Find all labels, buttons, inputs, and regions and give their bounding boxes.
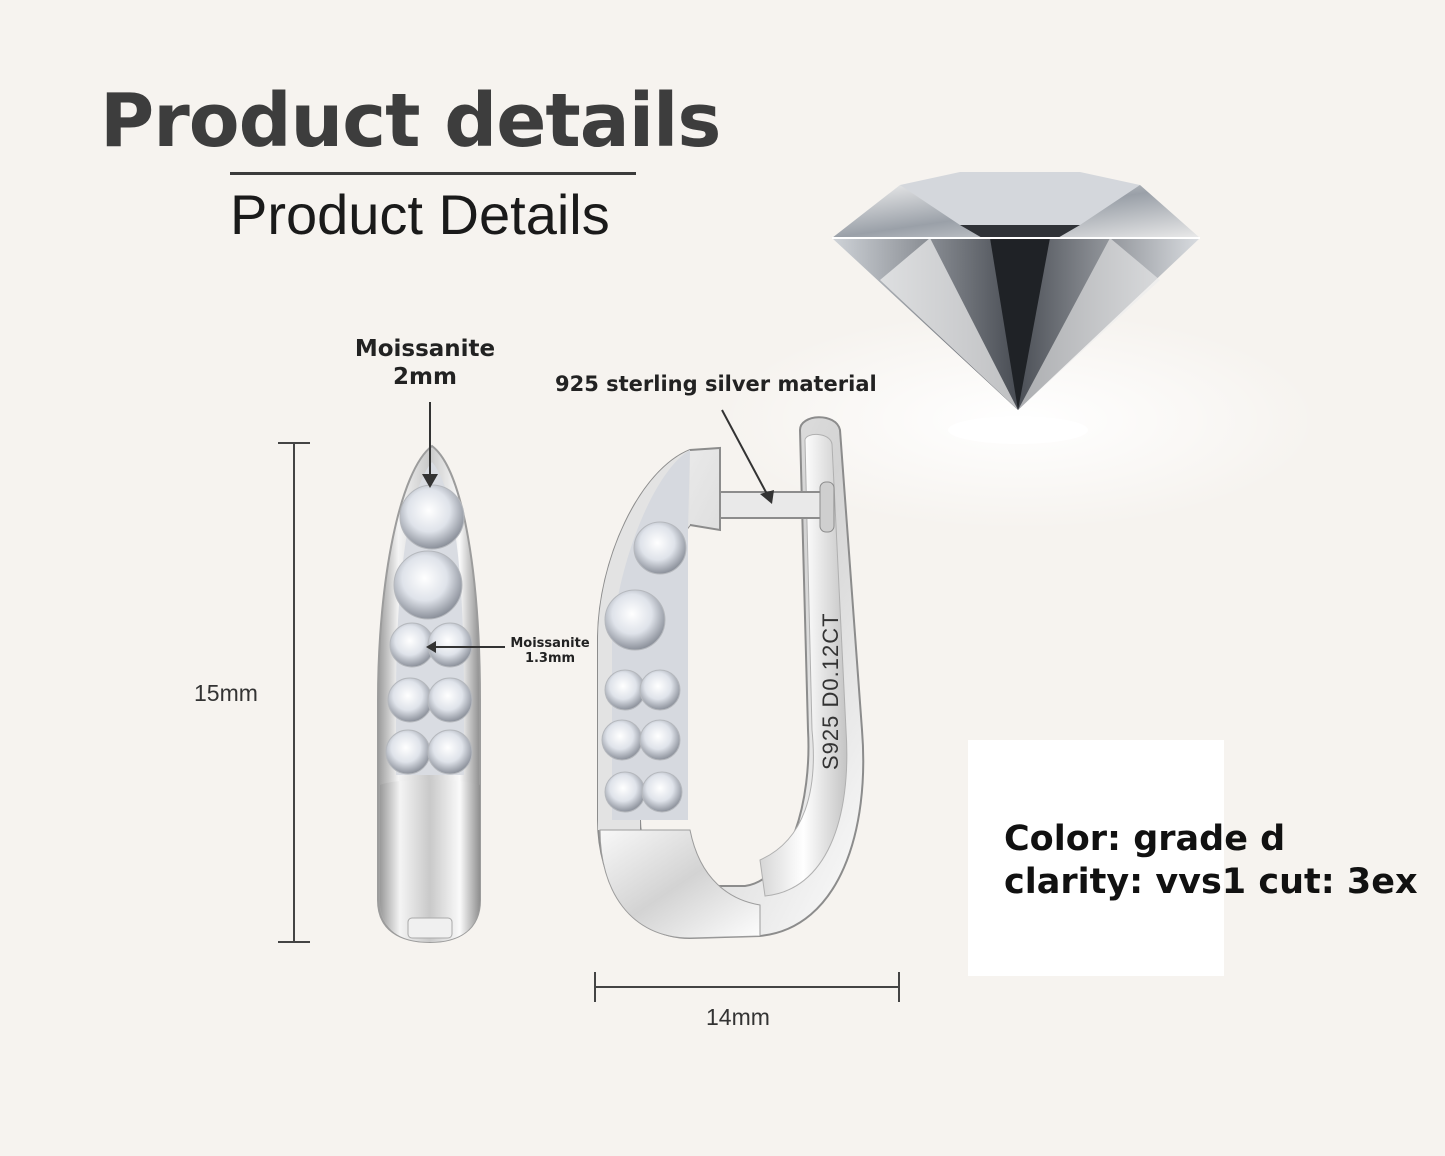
stone-small-label: Moissanite 1.3mm: [500, 636, 600, 666]
page-subtitle: Product Details: [230, 183, 610, 246]
earring-side-view: [597, 416, 865, 940]
spec-line-color: Color: grade d: [1004, 819, 1286, 859]
height-dimension: [278, 442, 310, 943]
spec-line-clarity-cut: clarity: vvs1 cut: 3ex: [1004, 862, 1418, 902]
stone-small-size: 1.3mm: [524, 651, 576, 666]
width-value: 14mm: [706, 1004, 770, 1030]
earring-front-view: [377, 444, 481, 944]
hero-diamond-icon: [720, 172, 1320, 530]
stone-large-size: 2mm: [393, 364, 457, 390]
stone-large-label: Moissanite 2mm: [340, 335, 510, 391]
stone-large-pointer: [422, 402, 438, 488]
page-title: Product details: [100, 78, 721, 164]
title-divider: [230, 172, 636, 175]
stone-small-pointer: [426, 641, 505, 653]
width-dimension: [594, 972, 900, 1002]
material-label: 925 sterling silver material: [555, 372, 877, 396]
stone-large-name: Moissanite: [354, 336, 496, 362]
height-value: 15mm: [194, 680, 258, 706]
engraving-stamp: S925 D0.12CT: [818, 612, 843, 770]
spec-panel: [968, 740, 1224, 976]
stone-small-name: Moissanite: [510, 636, 590, 651]
material-pointer: [721, 409, 774, 504]
spec-text: Color: grade d clarity: vvs1 cut: 3ex: [1004, 818, 1418, 904]
